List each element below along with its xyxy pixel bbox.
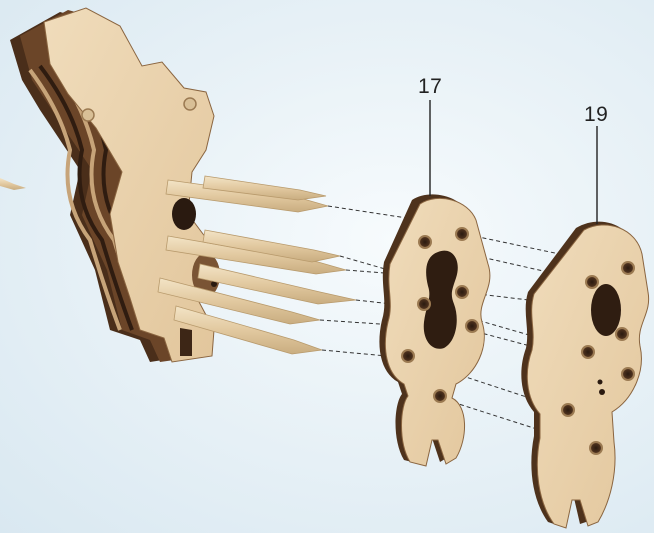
part-19-hole-5 (622, 368, 634, 380)
part-17-hole-3 (456, 286, 468, 298)
callout-label-17: 17 (418, 76, 442, 97)
part-19 (521, 222, 648, 528)
part-19-small-hole-2 (598, 380, 603, 385)
body-hole-top-left (82, 109, 94, 121)
part-17-hole-7 (434, 390, 446, 402)
part-19-center-hole (591, 284, 621, 336)
part-17-hole-2 (456, 228, 468, 240)
dowel-edge (0, 178, 26, 190)
part-17-hole-1 (419, 236, 431, 248)
part-17 (379, 194, 490, 466)
part-17-hole-4 (418, 298, 430, 310)
part-19-hole-3 (616, 328, 628, 340)
body-foot-slot (180, 328, 192, 356)
part-19-hole-4 (582, 346, 594, 358)
part-17-hole-5 (466, 320, 478, 332)
part-19-small-hole (599, 389, 605, 395)
part-17-hole-6 (402, 350, 414, 362)
body-center-hole (172, 198, 196, 230)
callout-label-19: 19 (584, 104, 608, 125)
part-19-hole-2 (622, 262, 634, 274)
part-19-hole-7 (590, 442, 602, 454)
part-19-hole-1 (586, 276, 598, 288)
part-19-hole-6 (562, 404, 574, 416)
body-hole-top-right (184, 98, 196, 110)
